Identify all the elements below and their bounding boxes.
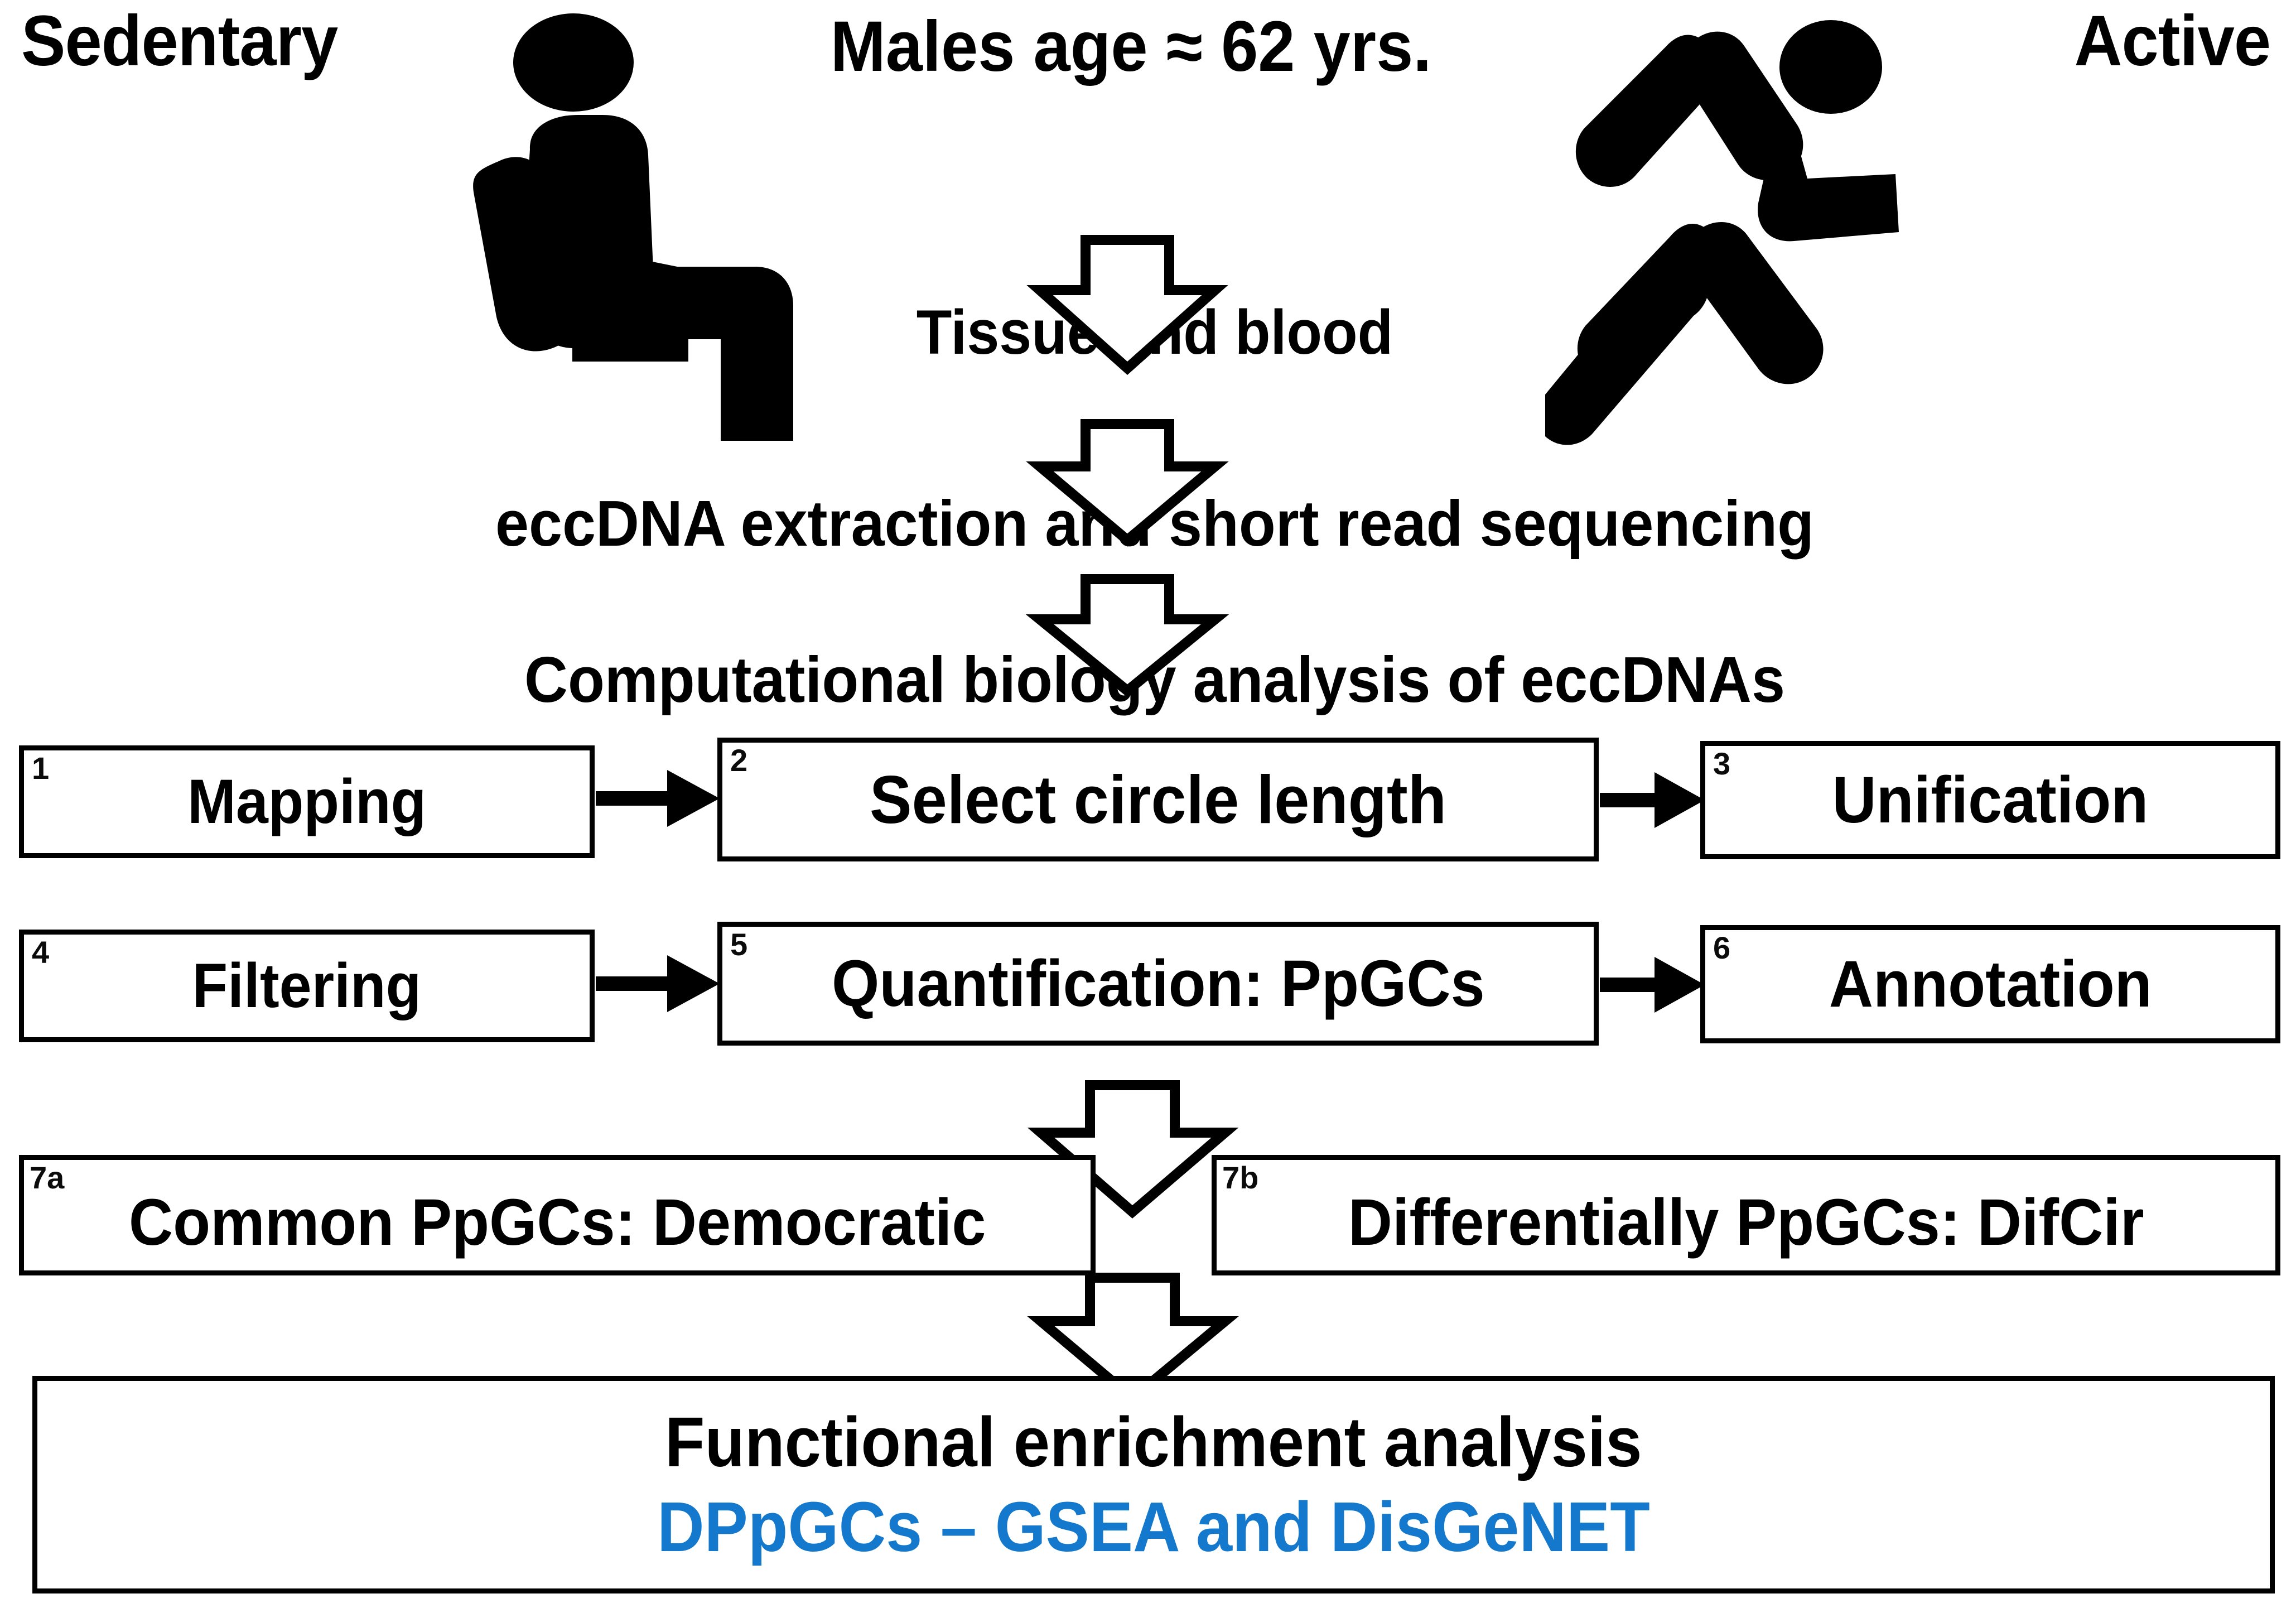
step-number-4: 4 (32, 935, 50, 970)
pipeline-box-common-ppgcs[interactable]: 7a Common PpGCs: Democratic (19, 1155, 1096, 1275)
final-box-content: Functional enrichment analysis DPpGCs – … (37, 1407, 2270, 1562)
pipeline-box-quantification[interactable]: 5 Quantification: PpGCs (717, 922, 1599, 1046)
step-number-6: 6 (1713, 930, 1731, 965)
step-number-7b: 7b (1222, 1160, 1259, 1195)
pipeline-box-unification[interactable]: 3 Unification (1700, 741, 2280, 859)
seated-person-icon (473, 13, 793, 441)
right-line-arrow-icon (1600, 772, 1705, 828)
pipeline-box-label: Mapping (187, 767, 427, 836)
group-label-sedentary: Sedentary (21, 1, 338, 81)
group-label-active: Active (2074, 1, 2271, 81)
pipeline-box-filtering[interactable]: 4 Filtering (19, 930, 595, 1042)
step-caption-analysis: Computational biology analysis of eccDNA… (524, 643, 1785, 716)
final-box-subtitle: DPpGCs – GSEA and DisGeNET (657, 1487, 1650, 1566)
cohort-title: Males age ≈ 62 yrs. (830, 7, 1432, 86)
right-line-arrow-icon (1600, 957, 1705, 1013)
final-box-title: Functional enrichment analysis (665, 1403, 1642, 1481)
pipeline-box-label: Annotation (1829, 947, 2152, 1021)
step-number-2: 2 (730, 743, 748, 778)
step-caption-extraction: eccDNA extraction and short read sequenc… (495, 487, 1814, 560)
pipeline-box-select-circle-length[interactable]: 2 Select circle length (717, 738, 1599, 861)
pipeline-box-label: Differentially PpGCs: DifCir (1348, 1186, 2144, 1259)
pipeline-box-label: Unification (1832, 763, 2149, 837)
step-number-1: 1 (32, 750, 50, 786)
step-caption-tissue: Tissue and blood (916, 297, 1393, 367)
pipeline-box-label: Common PpGCs: Democratic (128, 1186, 986, 1259)
pipeline-box-label: Filtering (192, 951, 422, 1020)
pipeline-box-label: Select circle length (869, 762, 1447, 837)
right-line-arrow-icon (596, 770, 720, 827)
running-person-icon (1545, 20, 1899, 445)
pipeline-box-differential-ppgcs[interactable]: 7b Differentially PpGCs: DifCir (1212, 1155, 2280, 1275)
pipeline-box-label: Quantification: PpGCs (831, 947, 1485, 1020)
step-number-5: 5 (730, 927, 748, 962)
final-box-functional-enrichment[interactable]: Functional enrichment analysis DPpGCs – … (32, 1376, 2275, 1593)
pipeline-box-mapping[interactable]: 1 Mapping (19, 745, 595, 858)
right-line-arrow-icon (596, 955, 720, 1012)
step-number-7a: 7a (30, 1160, 65, 1195)
pipeline-box-annotation[interactable]: 6 Annotation (1700, 925, 2280, 1043)
step-number-3: 3 (1713, 746, 1731, 781)
